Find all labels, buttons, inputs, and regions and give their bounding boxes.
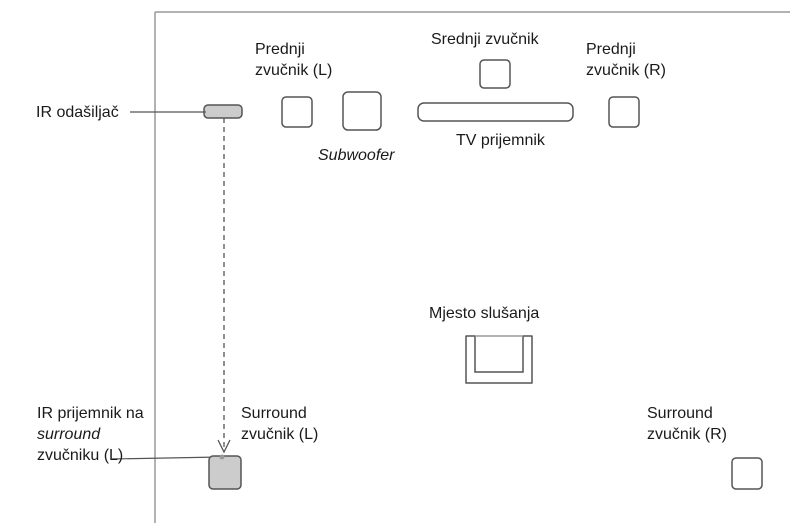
front-right-speaker — [608, 96, 640, 128]
surround-left-speaker — [208, 455, 242, 490]
ir-transmitter-label: IR odašiljač — [36, 104, 119, 121]
subwoofer-label: Subwoofer — [318, 147, 395, 164]
center-speaker-label: Srednji zvučnik — [431, 31, 540, 48]
tv-receiver — [417, 102, 574, 122]
ir-receiver-leader-line — [111, 456, 221, 460]
ir-receiver-label-line3: zvučniku (L) — [37, 447, 123, 464]
front-left-speaker — [281, 96, 313, 128]
tv-receiver-label: TV prijemnik — [456, 132, 546, 149]
surround-right-speaker-label-line1: Surround — [647, 405, 713, 422]
front-left-speaker-label-line2: zvučnik (L) — [255, 62, 332, 79]
surround-left-speaker-label-line1: Surround — [241, 405, 307, 422]
front-left-speaker-label-line1: Prednji — [255, 41, 305, 58]
surround-left-speaker-label-line2: zvučnik (L) — [241, 426, 318, 443]
surround-right-speaker-label-line2: zvučnik (R) — [647, 426, 727, 443]
ir-receiver-label-line1: IR prijemnik na — [37, 405, 144, 422]
front-right-speaker-label-line1: Prednji — [586, 41, 636, 58]
ir-signal-arrowhead — [217, 439, 231, 454]
listening-position-chair — [465, 335, 533, 384]
front-right-speaker-label-line2: zvučnik (R) — [586, 62, 666, 79]
subwoofer — [342, 91, 382, 131]
ir-transmitter — [203, 104, 243, 119]
ir-receiver-label-line2: surround — [37, 426, 101, 443]
surround-right-speaker — [731, 457, 763, 490]
ir-receiver-dot — [219, 454, 225, 460]
listening-position-label: Mjesto slušanja — [429, 305, 539, 322]
center-speaker — [479, 59, 511, 89]
